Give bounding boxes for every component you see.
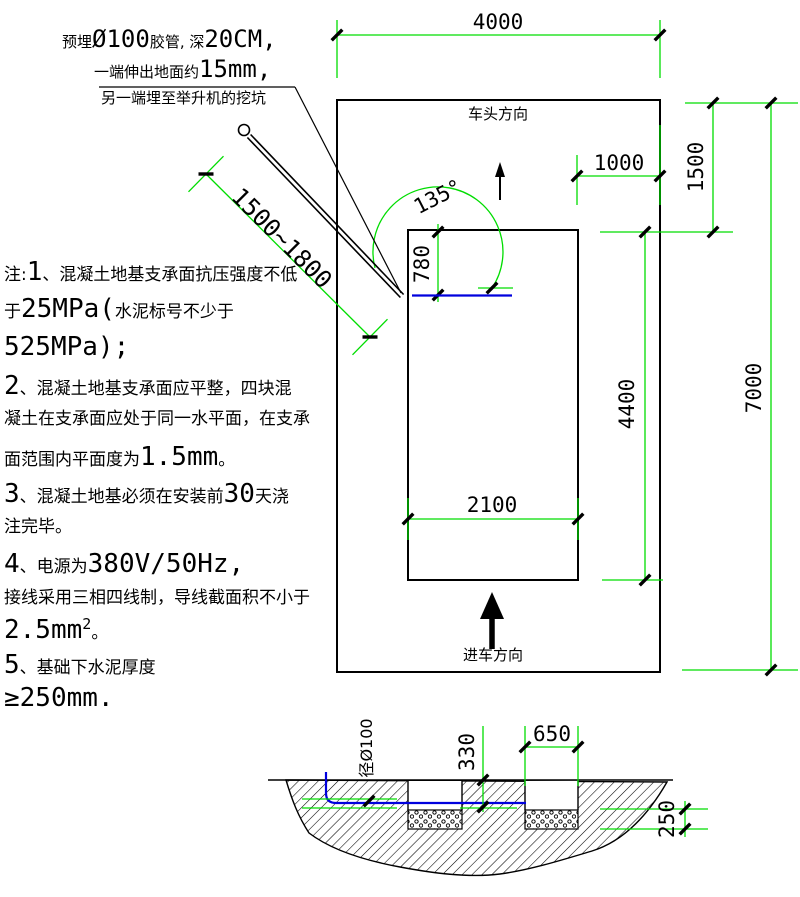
text-segment: 胶管, 深 [149, 33, 205, 51]
plan-inner-rect [407, 229, 579, 581]
text-segment: 、基础下水泥厚度 [19, 658, 156, 678]
note-line-12: 5、基础下水泥厚度 [4, 650, 156, 680]
text-segment: 。 [91, 623, 109, 643]
text-segment: 、混凝土地基必须在安装前 [19, 487, 224, 507]
text-segment: 20CM, [204, 25, 277, 53]
dim-inner-height-label: 4400 [615, 379, 639, 430]
dim-depth-330: 330 [455, 726, 490, 814]
dim-total-7000: 7000 [742, 96, 778, 677]
note-line-11: 2.5mm2。 [4, 615, 109, 645]
head-direction-label: 车头方向 [468, 105, 528, 123]
text-segment: 、混凝土地基支承面抗压强度不低 [42, 265, 298, 285]
note-line-10: 接线采用三相四线制，导线截面积不小于 [4, 588, 310, 608]
pipe-diameter-label: 径Ø100 [357, 718, 376, 808]
text-segment: 预埋 [62, 33, 93, 51]
dim-inner-4400: 4400 [615, 225, 652, 587]
section-pipe [302, 772, 526, 809]
dim-thickness-250: 250 [600, 800, 708, 838]
text-segment: 。 [218, 450, 236, 470]
dim-pit-650: 650 [518, 722, 585, 786]
entry-direction-label: 进车方向 [463, 646, 523, 664]
angle-arc-135: 135° [372, 175, 513, 295]
text-segment: 2.5mm [4, 615, 83, 645]
dim-pipe-depth-780: 780 [410, 224, 445, 302]
dim-width-4000: 4000 [330, 10, 667, 78]
text-segment: 、混凝土地基支承面应平整，四块混 [19, 379, 292, 399]
section-pit-left [407, 781, 463, 830]
dim-top-1500: 1500 [684, 96, 720, 239]
text-segment: 2 [4, 371, 20, 401]
pipe-diameter-text: 径Ø100 [357, 718, 376, 777]
leader-line [99, 86, 402, 294]
text-segment: 25MPa( [21, 294, 115, 324]
text-segment: 1 [26, 257, 43, 287]
text-segment: 380V/50Hz, [87, 549, 245, 579]
text-segment: 15mm, [199, 55, 272, 83]
dim-total-label: 7000 [742, 363, 766, 414]
dim-top-label: 1500 [684, 142, 708, 193]
text-segment: 2 [82, 615, 92, 633]
dim-inner-2100: 2100 [401, 493, 585, 540]
text-segment: 1.5mm [140, 442, 219, 472]
text-segment: Ø100 [92, 25, 150, 53]
text-segment: 于 [4, 302, 21, 322]
text-segment: 水泥标号不少于 [114, 302, 234, 322]
text-segment: 注完毕。 [4, 517, 72, 537]
note-line-9: 4、电源为380V/50Hz, [4, 549, 245, 579]
text-segment: 凝土在支承面应处于同一水平面，在支承 [4, 409, 310, 429]
text-segment: 30 [223, 479, 255, 509]
note-line-7: 3、混凝土地基必须在安装前30天浇 [4, 479, 289, 509]
text-segment: ≥250mm. [4, 683, 114, 713]
dim-depth-label: 330 [455, 733, 479, 771]
dim-pit-width-label: 650 [533, 722, 571, 746]
text-segment: 另一端埋至举升机的挖坑 [101, 89, 267, 107]
dim-thickness-label: 250 [655, 800, 679, 838]
dim-width-label: 4000 [473, 10, 524, 34]
plan-outer-rect [336, 99, 661, 673]
annotation-line-2: 一端伸出地面约15mm, [94, 56, 271, 83]
note-line-3: 525MPa); [4, 332, 130, 362]
entry-direction-arrow [480, 592, 504, 649]
dim-angle-label: 135° [410, 175, 466, 219]
annotation-line-1: 预埋Ø100胶管, 深20CM, [62, 26, 277, 53]
text-segment: 一端伸出地面约 [94, 63, 200, 81]
annotation-line-3: 另一端埋至举升机的挖坑 [101, 89, 266, 107]
note-line-1: 注:1、混凝土地基支承面抗压强度不低 [4, 257, 298, 287]
dim-pipe-length: 1500~1800 [188, 155, 388, 356]
note-line-8: 注完毕。 [4, 517, 72, 537]
section-soil-hatch [285, 779, 669, 877]
section-pit-right [524, 781, 579, 830]
text-segment: 注: [4, 265, 27, 285]
dim-pipe-depth-label: 780 [410, 245, 434, 283]
text-segment: 天浇 [254, 487, 289, 507]
note-line-4: 2、混凝土地基支承面应平整，四块混 [4, 371, 292, 401]
dim-offset-1000: 1000 [570, 125, 667, 205]
text-segment: 、电源为 [19, 557, 88, 577]
text-segment: 4 [4, 549, 20, 579]
text-segment: 接线采用三相四线制，导线截面积不小于 [4, 588, 310, 608]
dim-inner-width-label: 2100 [467, 493, 518, 517]
pipe-plan [237, 123, 405, 299]
note-line-13: ≥250mm. [4, 683, 114, 713]
text-segment: 3 [4, 479, 20, 509]
text-segment: 525MPa); [4, 332, 130, 362]
note-line-6: 面范围内平面度为1.5mm。 [4, 442, 236, 472]
dim-offset-label: 1000 [594, 151, 645, 175]
note-line-2: 于25MPa(水泥标号不少于 [4, 294, 234, 324]
text-segment: 5 [4, 650, 20, 680]
head-direction-arrow [495, 162, 505, 200]
text-segment: 面范围内平面度为 [4, 450, 140, 470]
note-line-5: 凝土在支承面应处于同一水平面，在支承 [4, 409, 310, 429]
